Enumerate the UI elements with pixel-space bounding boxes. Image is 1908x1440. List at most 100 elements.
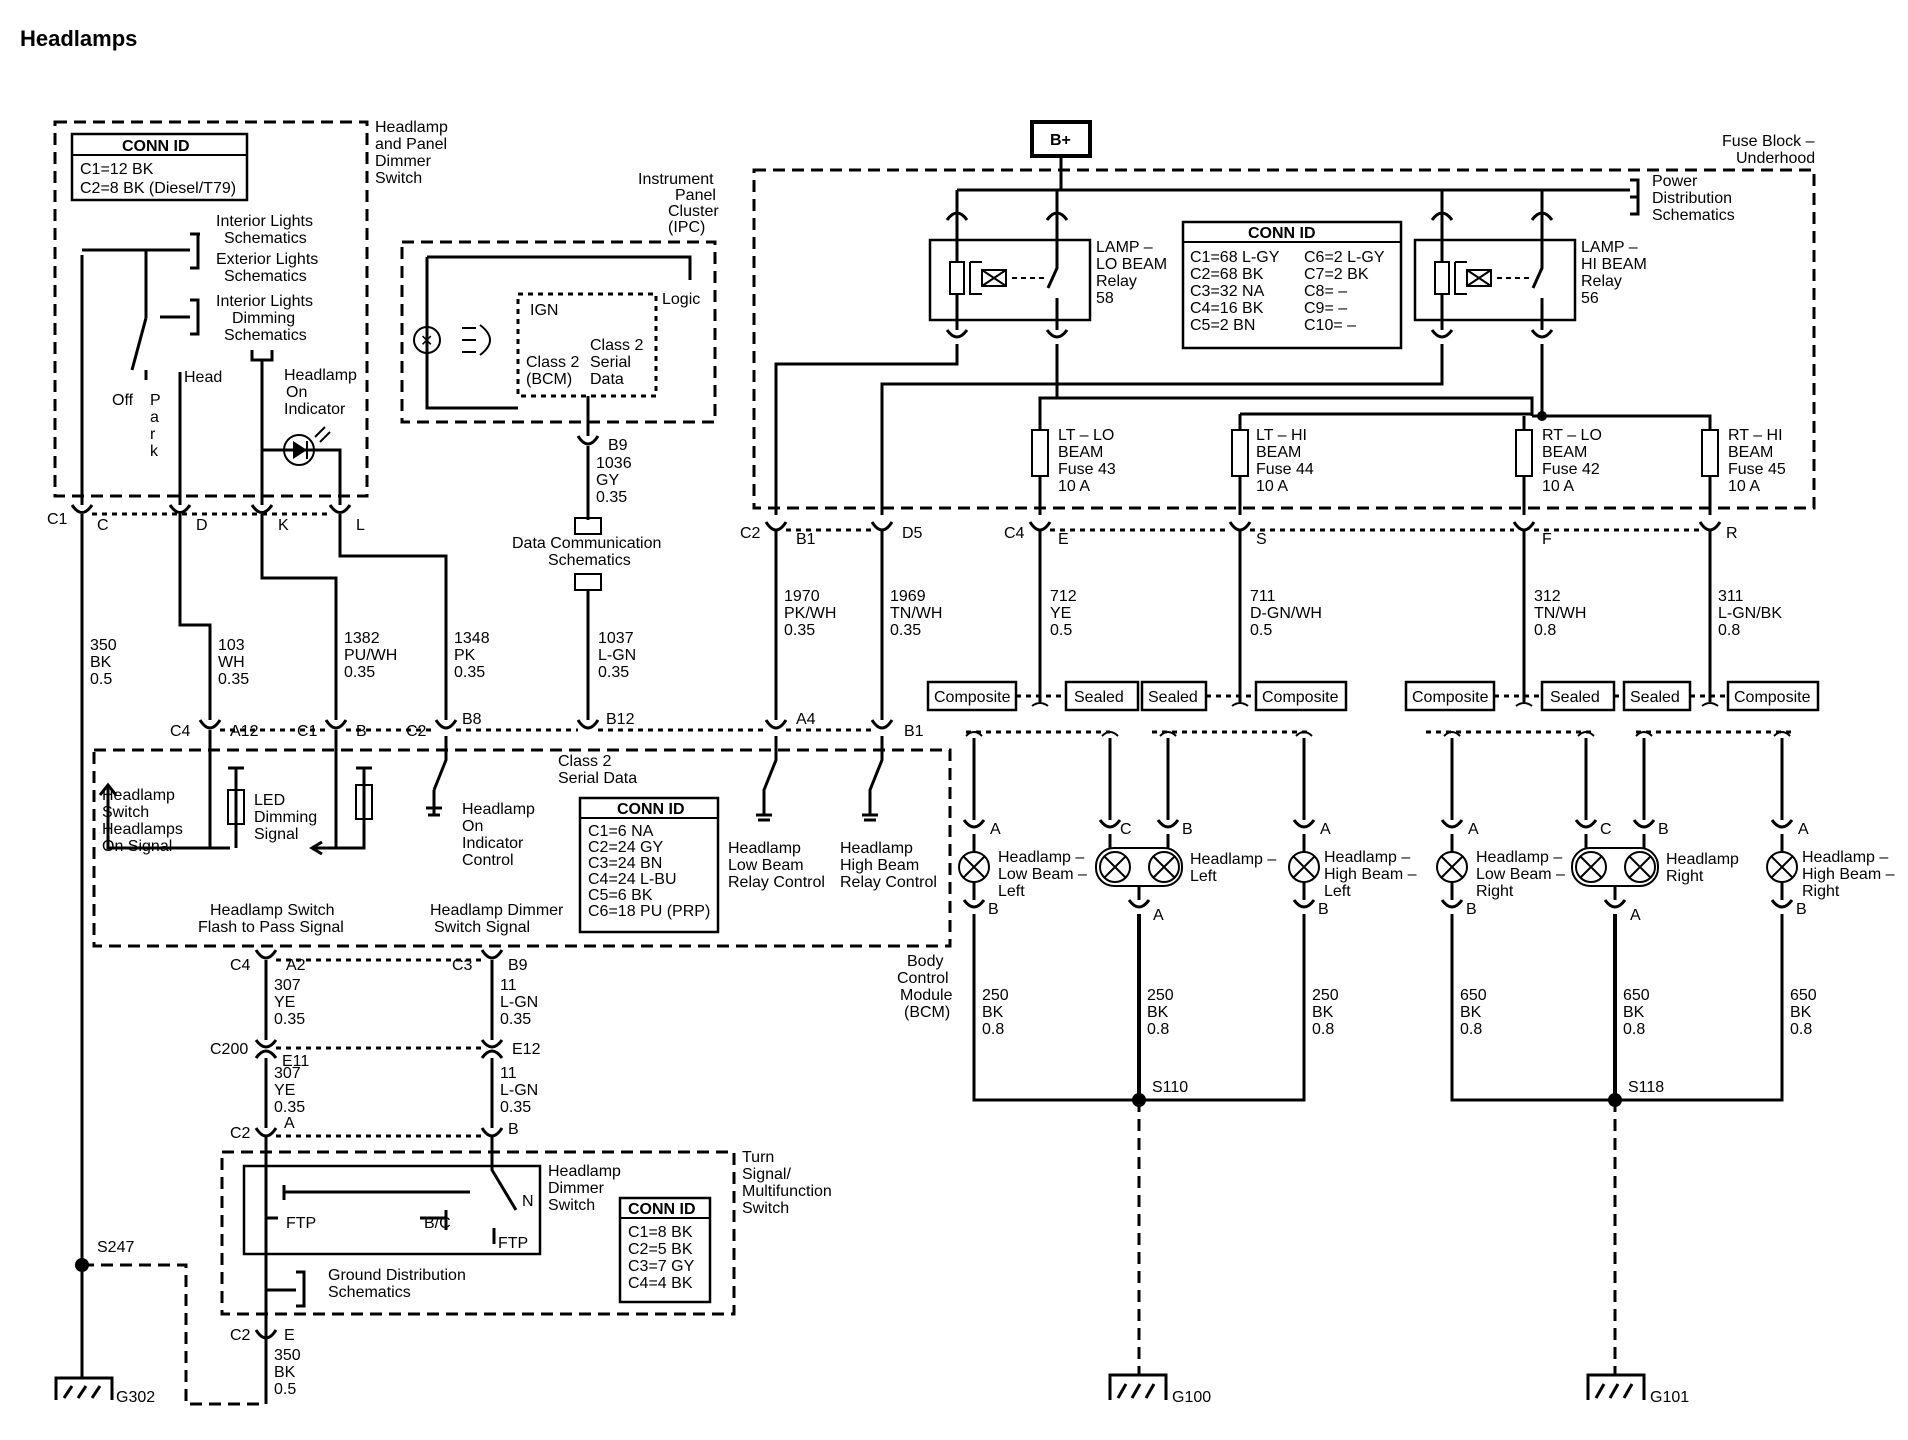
svg-text:R: R — [1726, 525, 1738, 542]
svg-text:E: E — [1058, 531, 1069, 548]
svg-text:YE: YE — [1050, 605, 1071, 622]
svg-text:C6=2 L-GY: C6=2 L-GY — [1304, 249, 1385, 266]
svg-text:0.35: 0.35 — [598, 664, 629, 681]
svg-text:K: K — [278, 517, 289, 534]
svg-text:Relay Control: Relay Control — [728, 874, 825, 891]
svg-text:On: On — [462, 818, 483, 835]
svg-text:250: 250 — [982, 987, 1009, 1004]
svg-text:G100: G100 — [1172, 1389, 1211, 1406]
svg-text:C10= –: C10= – — [1304, 317, 1356, 334]
svg-text:C9= –: C9= – — [1304, 300, 1347, 317]
svg-text:A: A — [1630, 907, 1641, 924]
svg-text:FTP: FTP — [286, 1215, 316, 1232]
ipc-ign: IGN — [530, 302, 558, 319]
svg-text:CONN ID: CONN ID — [628, 1201, 696, 1218]
svg-text:C3=32 NA: C3=32 NA — [1190, 283, 1265, 300]
svg-text:Flash to Pass Signal: Flash to Pass Signal — [198, 919, 344, 936]
svg-text:C2: C2 — [740, 525, 761, 542]
indicator-label-2: On — [286, 384, 307, 401]
svg-text:103: 103 — [218, 637, 245, 654]
svg-text:C2=5 BK: C2=5 BK — [628, 1241, 693, 1258]
svg-text:Distribution: Distribution — [1652, 190, 1732, 207]
svg-text:10 A: 10 A — [1728, 478, 1760, 495]
svg-text:D: D — [196, 517, 208, 534]
svg-text:C1=8 BK: C1=8 BK — [628, 1224, 693, 1241]
svg-text:C4=16 BK: C4=16 BK — [1190, 300, 1264, 317]
ref-interior-lights-dim: Interior Lights — [216, 293, 313, 310]
svg-text:Left: Left — [1324, 883, 1351, 900]
svg-text:Switch: Switch — [742, 1200, 789, 1217]
headlamps: A C B A B A B Headlamp – Low Beam – Left… — [958, 738, 1895, 924]
svg-text:250: 250 — [1147, 987, 1174, 1004]
svg-text:Headlamp: Headlamp — [548, 1163, 621, 1180]
svg-text:1036: 1036 — [596, 455, 632, 472]
ipc-module: Instrument Panel Cluster (IPC) Logic IGN… — [400, 171, 719, 720]
svg-text:High Beam –: High Beam – — [1324, 866, 1417, 883]
svg-text:0.5: 0.5 — [274, 1381, 296, 1398]
svg-text:k: k — [150, 443, 159, 460]
ipc-class2-serial: Class 2 — [590, 337, 643, 354]
svg-text:PK/WH: PK/WH — [784, 605, 836, 622]
dimmer-connid-header: CONN ID — [122, 138, 190, 155]
svg-text:10 A: 10 A — [1256, 478, 1288, 495]
svg-text:0.35: 0.35 — [218, 671, 249, 688]
svg-text:Switch: Switch — [548, 1197, 595, 1214]
svg-text:312: 312 — [1534, 588, 1561, 605]
variant-box: Sealed — [1630, 689, 1680, 706]
svg-text:0.35: 0.35 — [274, 1011, 305, 1028]
svg-text:Headlamps: Headlamps — [102, 821, 183, 838]
svg-text:BEAM: BEAM — [1542, 444, 1587, 461]
svg-text:L: L — [356, 517, 365, 534]
svg-text:C2: C2 — [230, 1125, 251, 1142]
svg-text:C1=68 L-GY: C1=68 L-GY — [1190, 249, 1280, 266]
svg-text:B/C: B/C — [424, 1215, 451, 1232]
svg-text:Ground Distribution: Ground Distribution — [328, 1267, 466, 1284]
variant-box: Sealed — [1074, 689, 1124, 706]
svg-text:Right: Right — [1476, 883, 1514, 900]
svg-text:BEAM: BEAM — [1256, 444, 1301, 461]
svg-text:B: B — [1796, 901, 1807, 918]
svg-text:B1: B1 — [904, 723, 924, 740]
svg-text:r: r — [150, 426, 156, 443]
svg-text:RT – LO: RT – LO — [1542, 427, 1602, 444]
svg-text:(BCM): (BCM) — [526, 371, 572, 388]
svg-text:BK: BK — [274, 1364, 296, 1381]
svg-text:F: F — [1542, 531, 1552, 548]
svg-text:307: 307 — [274, 977, 301, 994]
svg-text:0.8: 0.8 — [1790, 1021, 1812, 1038]
svg-text:High Beam: High Beam — [840, 857, 919, 874]
bcm-module: Body Control Module (BCM) C4 A12 C1 B C2… — [92, 711, 953, 1021]
svg-text:Turn: Turn — [742, 1149, 774, 1166]
svg-text:C4: C4 — [1004, 525, 1025, 542]
data-comm-ref: Data Communication — [512, 535, 661, 552]
ipc-logic: Logic — [662, 291, 700, 308]
svg-text:B1: B1 — [796, 531, 816, 548]
fuse-block: Fuse Block – Underhood B+ Power Distribu… — [740, 120, 1816, 548]
svg-text:Headlamp: Headlamp — [462, 801, 535, 818]
svg-text:Headlamp Dimmer: Headlamp Dimmer — [430, 902, 564, 919]
conn-c200: C200 — [210, 1041, 248, 1058]
svg-text:Headlamp –: Headlamp – — [998, 849, 1084, 866]
svg-text:C7=2 BK: C7=2 BK — [1304, 266, 1369, 283]
ipc-name-1: Instrument — [638, 171, 714, 188]
svg-text:1970: 1970 — [784, 588, 820, 605]
svg-text:C1=6 NA: C1=6 NA — [588, 823, 654, 840]
svg-text:FTP: FTP — [498, 1235, 528, 1252]
svg-text:D-GN/WH: D-GN/WH — [1250, 605, 1322, 622]
svg-text:B: B — [1658, 821, 1669, 838]
svg-text:650: 650 — [1623, 987, 1650, 1004]
svg-text:Relay: Relay — [1581, 273, 1622, 290]
lamp-feed-wires: 712 YE 0.5 711 D-GN/WH 0.5 312 TN/WH 0.8… — [1038, 530, 1782, 702]
variant-box: Composite — [1262, 689, 1339, 706]
svg-text:Dimming: Dimming — [254, 809, 317, 826]
svg-text:(BCM): (BCM) — [904, 1004, 950, 1021]
ipc-pin: B9 — [608, 437, 628, 454]
svg-text:0.8: 0.8 — [1312, 1021, 1334, 1038]
svg-text:C3=7 GY: C3=7 GY — [628, 1258, 695, 1275]
bplus-label: B+ — [1050, 132, 1071, 149]
svg-text:Left: Left — [998, 883, 1025, 900]
svg-text:A: A — [1798, 821, 1809, 838]
svg-text:1037: 1037 — [598, 630, 634, 647]
svg-text:Fuse 42: Fuse 42 — [1542, 461, 1600, 478]
